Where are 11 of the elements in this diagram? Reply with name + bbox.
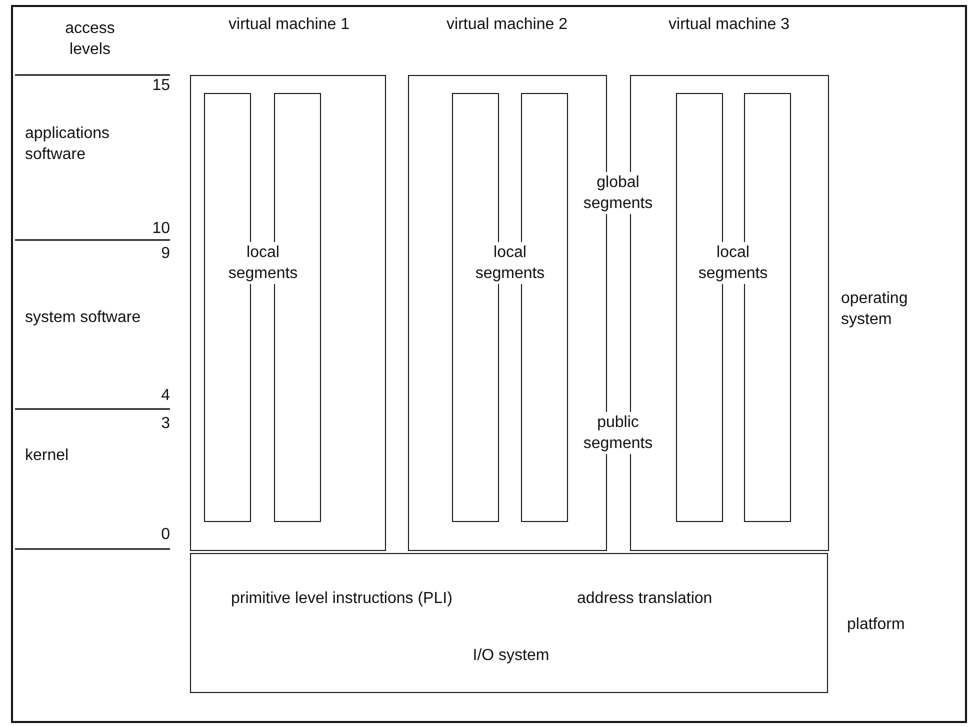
- level-label: system software: [25, 308, 142, 328]
- level-number: 9: [160, 244, 170, 264]
- heading: access levels: [64, 19, 116, 60]
- level-number: 0: [160, 525, 170, 545]
- level-label: kernel: [25, 446, 70, 466]
- level-number: 4: [160, 386, 170, 406]
- level-number: 15: [151, 76, 170, 96]
- level-number: 3: [160, 414, 170, 434]
- level-number: 10: [151, 219, 170, 239]
- layer-label: operating system: [841, 289, 909, 330]
- level-label: applications software: [25, 124, 110, 165]
